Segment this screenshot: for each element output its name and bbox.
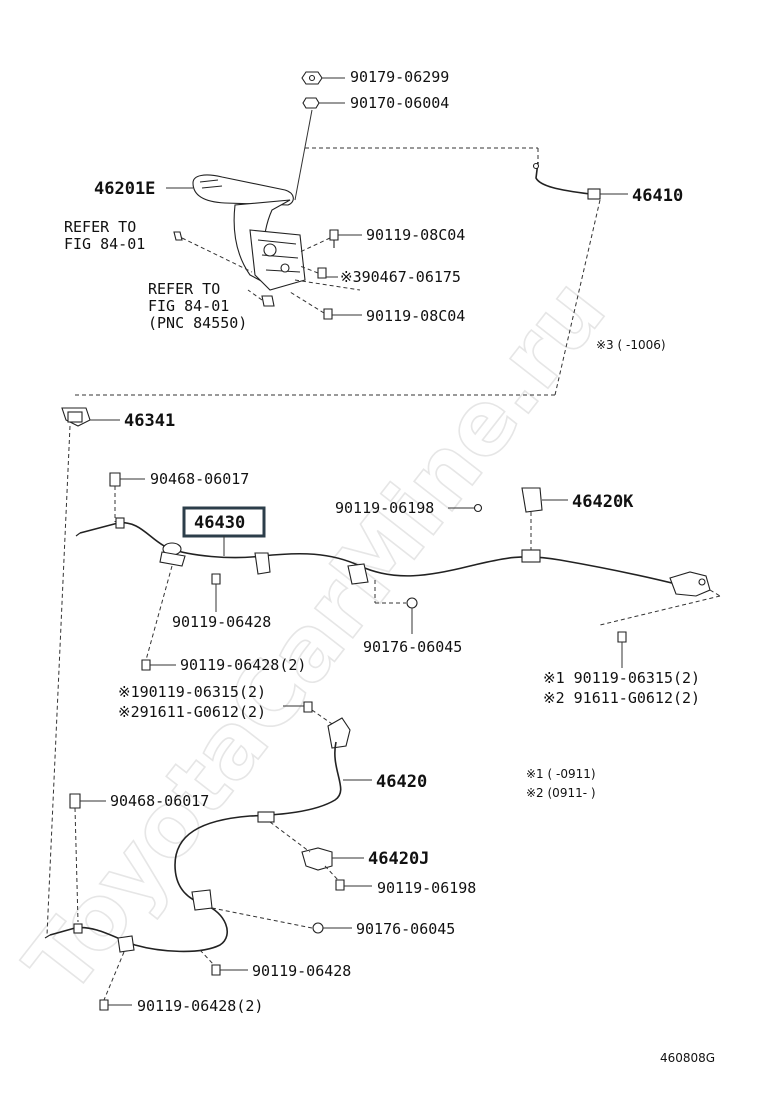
note-3: ※3 ( -1006) (596, 338, 666, 352)
label-46420K: 46420K (572, 492, 634, 512)
label-90119-06428-2b: 90119-06428(2) (137, 997, 263, 1015)
label-46420J: 46420J (368, 849, 429, 869)
label-46410: 46410 (632, 186, 683, 206)
diagram-code: 460808G (660, 1051, 715, 1065)
label-right-ref2: ※2 91611-G0612(2) (543, 689, 700, 707)
leader-lines (80, 77, 628, 1006)
label-pnc-84550: (PNC 84550) (148, 314, 247, 332)
label-left-ref1: ※190119-06315(2) (118, 683, 266, 701)
label-fig-84-01-1: FIG 84-01 (64, 235, 145, 253)
label-fig-84-01-2: FIG 84-01 (148, 297, 229, 315)
label-90119-06428-2a: 90119-06428(2) (180, 656, 306, 674)
label-90467-06175: ※390467-06175 (340, 268, 461, 286)
cable-46420-drawing (44, 701, 351, 1011)
label-46341: 46341 (124, 411, 175, 431)
label-90119-08C04-b: 90119-08C04 (366, 307, 465, 325)
lever-assembly-drawing (75, 71, 601, 396)
label-90119-06428-a: 90119-06428 (172, 613, 271, 631)
label-46201E: 46201E (94, 179, 155, 199)
label-refer-to-1: REFER TO (64, 218, 136, 236)
label-90119-06428-b: 90119-06428 (252, 962, 351, 980)
label-left-ref2: ※291611-G0612(2) (118, 703, 266, 721)
note-1: ※1 ( -0911) (526, 767, 596, 781)
label-90468-06017-b: 90468-06017 (110, 792, 209, 810)
part-labels: 90179-06299 90170-06004 46201E 46410 REF… (64, 68, 715, 1065)
label-90170-06004: 90170-06004 (350, 94, 449, 112)
cable-46430-drawing (46, 407, 721, 936)
label-90179-06299: 90179-06299 (350, 68, 449, 86)
label-46420: 46420 (376, 772, 427, 792)
label-90468-06017-a: 90468-06017 (150, 470, 249, 488)
label-90119-06198-a: 90119-06198 (335, 499, 434, 517)
label-right-ref1: ※1 90119-06315(2) (543, 669, 700, 687)
label-90119-06198-b: 90119-06198 (377, 879, 476, 897)
label-90119-08C04-a: 90119-08C04 (366, 226, 465, 244)
label-refer-to-2: REFER TO (148, 280, 220, 298)
watermark-text: ToyotaCarMine.ru (5, 260, 625, 1013)
label-90176-06045-a: 90176-06045 (363, 638, 462, 656)
label-90176-06045-b: 90176-06045 (356, 920, 455, 938)
note-2: ※2 (0911- ) (526, 786, 596, 800)
label-46430: 46430 (194, 513, 245, 533)
